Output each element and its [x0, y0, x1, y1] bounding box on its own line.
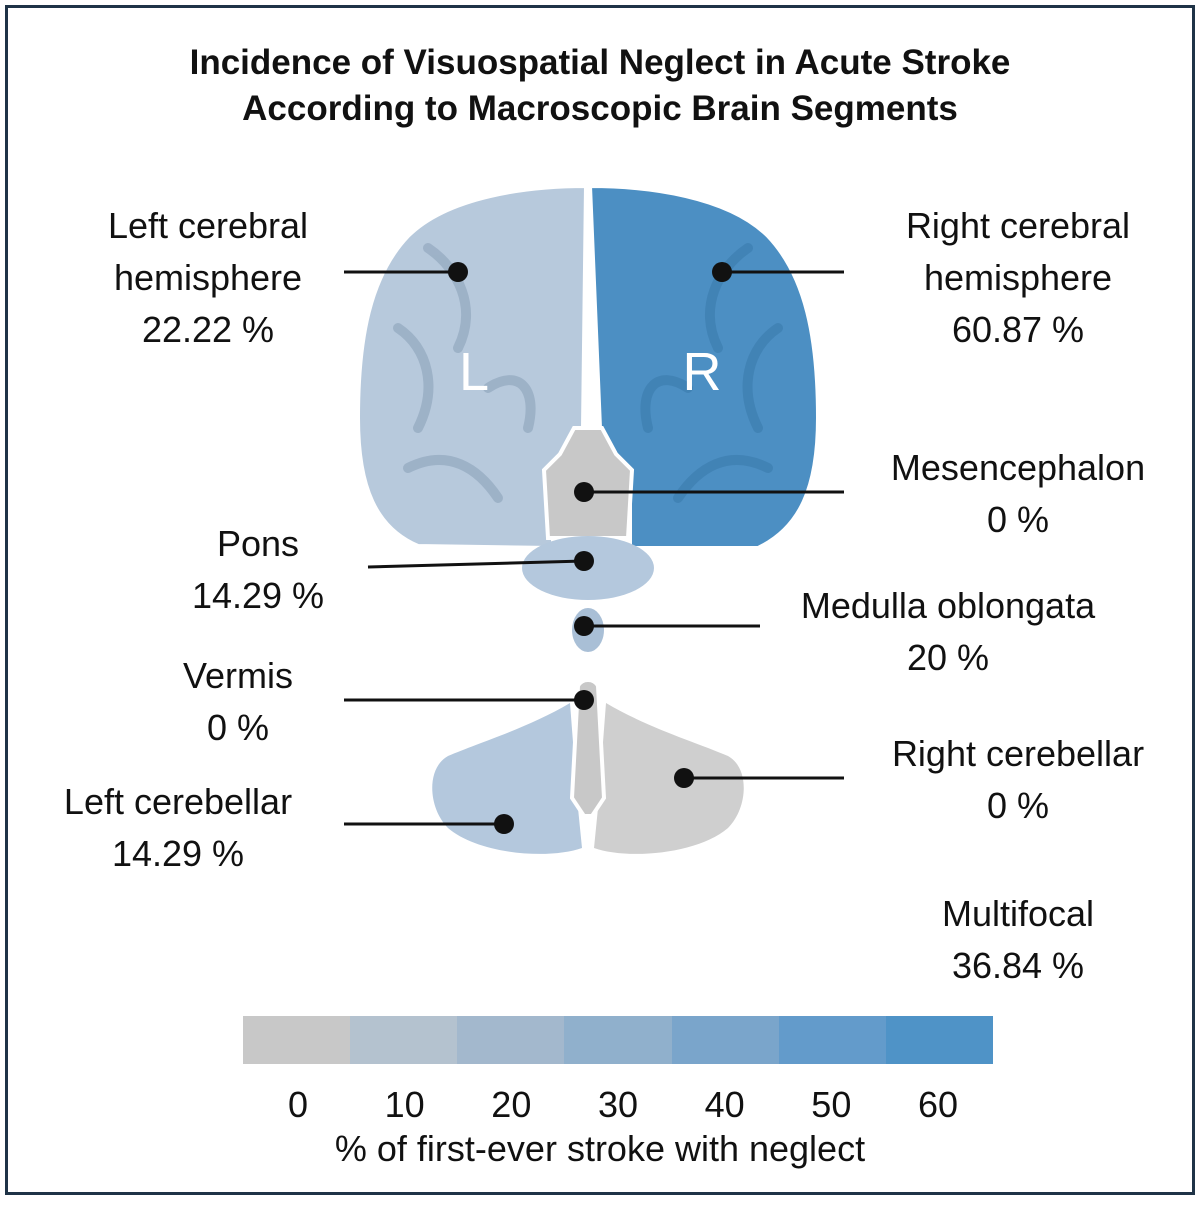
legend-swatch-5 — [778, 1016, 886, 1064]
left-cerebellar-name: Left cerebellar — [63, 781, 293, 822]
label-mesencephalon: Mesencephalon 0 % — [868, 442, 1168, 546]
left-hemisphere-letter: L — [459, 342, 489, 402]
leader-lines — [344, 270, 844, 826]
dot-pons — [574, 551, 594, 571]
legend-swatch-1 — [350, 1016, 458, 1064]
sulci-texture — [393, 243, 783, 503]
brain-diagram: L R — [344, 183, 844, 854]
pons-name: Pons — [216, 523, 300, 564]
mesencephalon-name: Mesencephalon — [890, 447, 1146, 488]
label-multifocal: Multifocal 36.84 % — [868, 888, 1168, 992]
legend-tick-label: 50 — [811, 1084, 852, 1125]
left-hemisphere-value: 22.22 % — [141, 309, 275, 350]
legend-tick-label: 20 — [491, 1084, 532, 1125]
right-cerebellar-name: Right cerebellar — [891, 733, 1145, 774]
left-hemisphere-shape — [355, 183, 589, 551]
right-hemisphere-name-2: hemisphere — [923, 257, 1113, 298]
right-hemisphere-name-1: Right cerebral — [905, 205, 1131, 246]
dot-right-cerebellar — [674, 768, 694, 788]
vermis-value: 0 % — [206, 707, 270, 748]
label-right-cerebellar: Right cerebellar 0 % — [868, 728, 1168, 832]
label-left-cerebellar: Left cerebellar 14.29 % — [28, 776, 328, 880]
pons-value: 14.29 % — [191, 575, 325, 616]
title-line-2: According to Macroscopic Brain Segments — [242, 89, 958, 128]
left-hemisphere-name-1: Left cerebral — [107, 205, 309, 246]
dot-right-hemisphere — [712, 262, 732, 282]
legend-swatch-4 — [671, 1016, 779, 1064]
medulla-name: Medulla oblongata — [800, 585, 1096, 626]
label-vermis: Vermis 0 % — [138, 650, 338, 754]
label-left-hemisphere: Left cerebral hemisphere 22.22 % — [58, 200, 358, 356]
legend-swatch-3 — [564, 1016, 672, 1064]
legend-color-scale — [243, 1016, 993, 1064]
dot-mesencephalon — [574, 482, 594, 502]
legend-swatch-6 — [885, 1016, 993, 1064]
left-cerebellar-value: 14.29 % — [111, 833, 245, 874]
multifocal-name: Multifocal — [941, 893, 1095, 934]
legend-tick-label: 10 — [384, 1084, 425, 1125]
mesencephalon-value: 0 % — [986, 499, 1050, 540]
legend-tick-label: 40 — [704, 1084, 745, 1125]
label-pons: Pons 14.29 % — [158, 518, 358, 622]
title-line-1: Incidence of Visuospatial Neglect in Acu… — [189, 43, 1011, 82]
legend-swatch-0 — [243, 1016, 351, 1064]
multifocal-value: 36.84 % — [951, 945, 1085, 986]
medulla-value: 20 % — [906, 637, 990, 678]
right-hemisphere-letter: R — [683, 342, 722, 402]
vermis-shape — [569, 678, 607, 818]
legend-swatch-2 — [457, 1016, 565, 1064]
dot-vermis — [574, 690, 594, 710]
legend-tick-label: 0 — [287, 1084, 309, 1125]
legend-tick-label: 60 — [917, 1084, 959, 1125]
label-medulla: Medulla oblongata 20 % — [773, 580, 1123, 684]
figure: Incidence of Visuospatial Neglect in Acu… — [5, 5, 1195, 1195]
dot-left-cerebellar — [494, 814, 514, 834]
right-cerebellar-shape — [594, 703, 744, 854]
legend-title: % of first-ever stroke with neglect — [334, 1128, 866, 1169]
left-hemisphere-name-2: hemisphere — [113, 257, 303, 298]
vermis-name: Vermis — [182, 655, 294, 696]
legend-tick-label: 30 — [597, 1084, 639, 1125]
label-right-hemisphere: Right cerebral hemisphere 60.87 % — [868, 200, 1168, 356]
figure-title: Incidence of Visuospatial Neglect in Acu… — [8, 40, 1192, 132]
left-cerebellar-shape — [432, 703, 582, 854]
dot-left-hemisphere — [448, 262, 468, 282]
leader-dots — [448, 262, 732, 834]
right-cerebellar-value: 0 % — [986, 785, 1050, 826]
right-hemisphere-value: 60.87 % — [951, 309, 1085, 350]
right-hemisphere-shape — [587, 183, 821, 550]
dot-medulla — [574, 616, 594, 636]
